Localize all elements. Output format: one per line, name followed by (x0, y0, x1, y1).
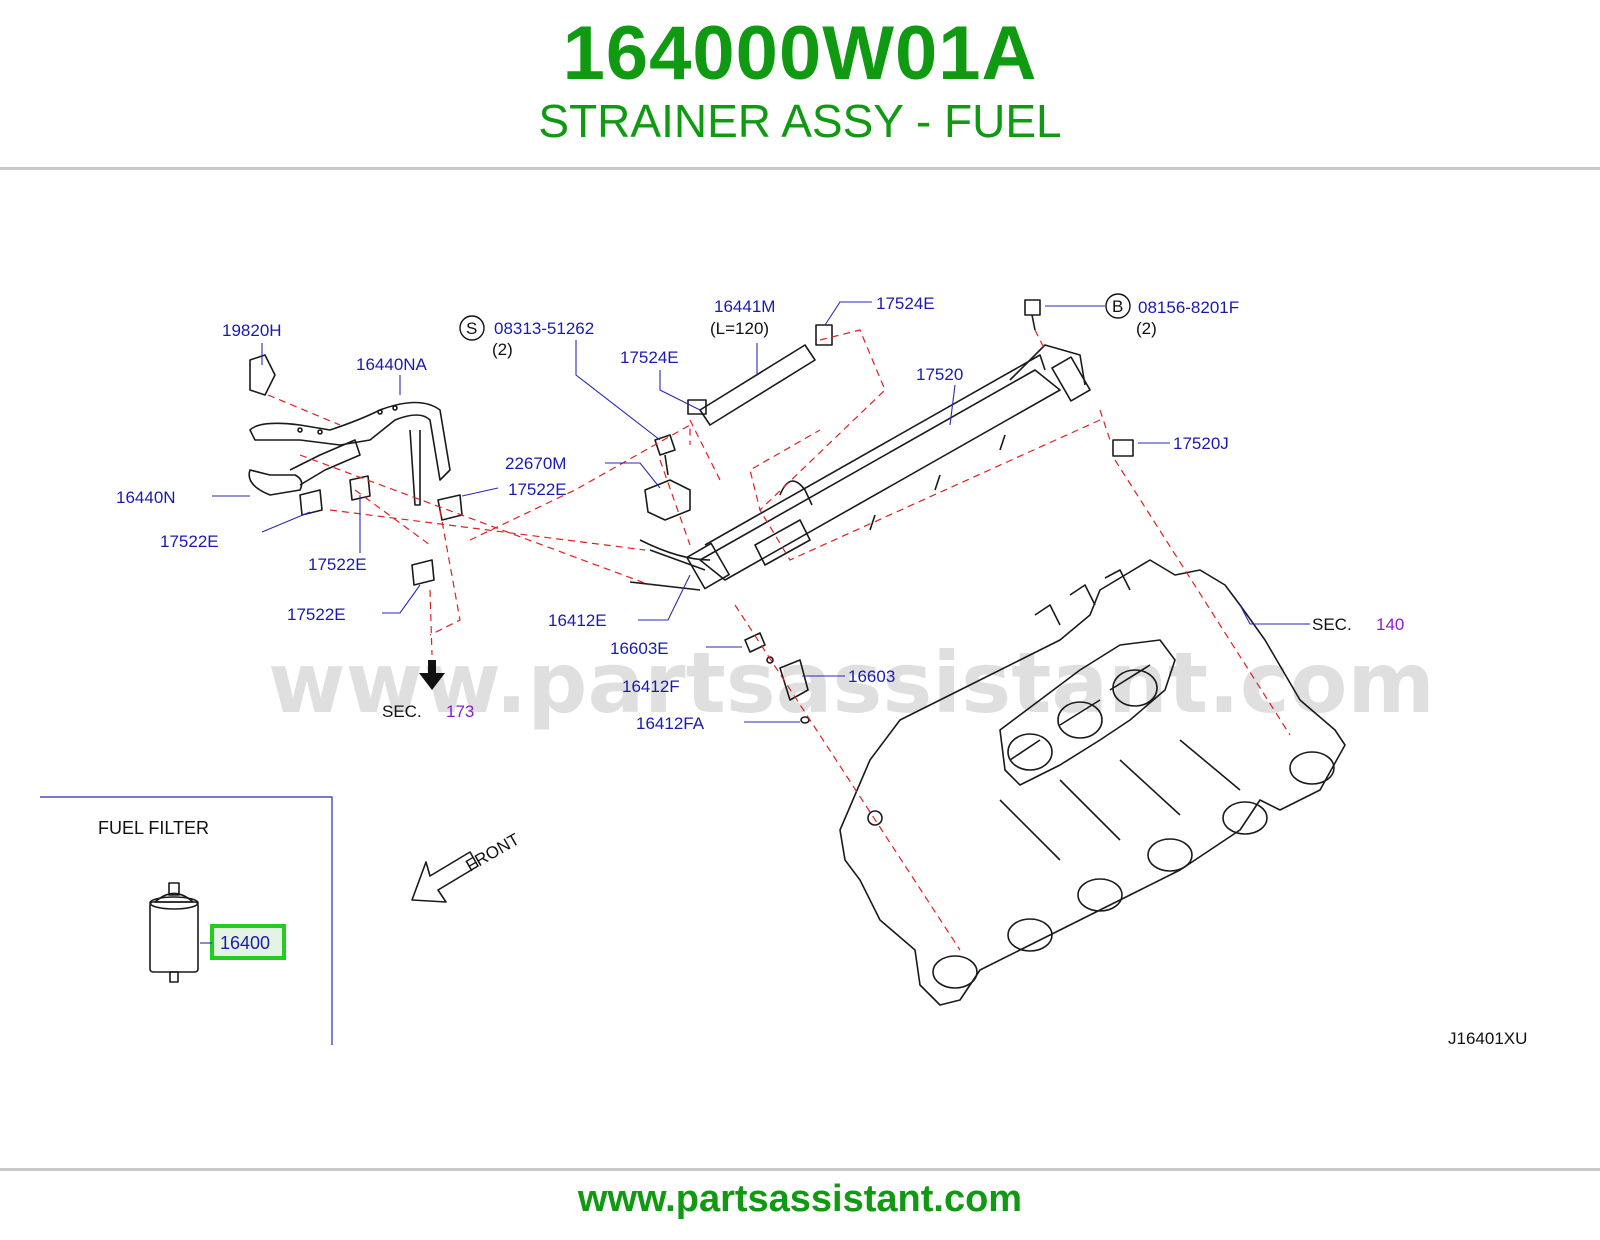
fuel-filter-inset-title: FUEL FILTER (98, 818, 209, 838)
b-symbol-circle (1105, 293, 1131, 319)
s-part-qty: (2) (492, 340, 513, 359)
label-leader-lines (212, 301, 1310, 723)
footer-divider (0, 1168, 1600, 1171)
part-name-subtitle: STRAINER ASSY - FUEL (538, 95, 1062, 147)
diagram-code: J16401XU (1448, 1029, 1527, 1048)
sec140-prefix: SEC. (1312, 615, 1352, 634)
watermark-text: www.partsassistant.com (268, 634, 1435, 732)
part-label-16400[interactable]: 16400 (220, 933, 270, 953)
front-arrow-icon (411, 851, 479, 903)
part-label-16412F[interactable]: 16412F (622, 677, 680, 696)
part-label-17522E-a[interactable]: 17522E (160, 532, 219, 551)
part-label-17522E-b[interactable]: 17522E (308, 555, 367, 574)
sec173-link[interactable]: 173 (446, 702, 474, 721)
part-label-16412E[interactable]: 16412E (548, 611, 607, 630)
part-label-16603E[interactable]: 16603E (610, 639, 669, 658)
part-label-16412FA[interactable]: 16412FA (636, 714, 705, 733)
part-16441M-length: (L=120) (710, 319, 769, 338)
sec173-arrow-icon (419, 660, 445, 690)
part-label-16440N[interactable]: 16440N (116, 488, 176, 507)
part-label-16441M[interactable]: 16441M (714, 297, 775, 316)
front-label: FRONT (463, 830, 523, 876)
fuel-filter-inset-frame (40, 796, 333, 1045)
intake-manifold-drawing (839, 559, 1346, 1006)
part-label-17522E-c[interactable]: 17522E (287, 605, 346, 624)
header-divider (0, 167, 1600, 170)
part-label-17520J[interactable]: 17520J (1173, 434, 1229, 453)
s-symbol-circle (459, 315, 485, 341)
footer-website-link[interactable]: www.partsassistant.com (577, 1178, 1023, 1220)
highlight-box-16400[interactable] (210, 924, 286, 960)
part-label-19820H[interactable]: 19820H (222, 321, 282, 340)
part-label-22670M[interactable]: 22670M (505, 454, 566, 473)
part-label-16440NA[interactable]: 16440NA (356, 355, 428, 374)
part-label-17524E-a[interactable]: 17524E (620, 348, 679, 367)
part-label-16603[interactable]: 16603 (848, 667, 895, 686)
part-label-17520[interactable]: 17520 (916, 365, 963, 384)
part-label-17524E-b[interactable]: 17524E (876, 294, 935, 313)
sec173-prefix: SEC. (382, 702, 422, 721)
s-symbol-text: S (466, 319, 477, 338)
fuel-filter-drawing (149, 882, 199, 983)
fuel-rail-drawing (629, 344, 1091, 591)
sec140-link[interactable]: 140 (1376, 615, 1404, 634)
assembly-dash-lines (267, 329, 1291, 951)
part-label-08156-8201F[interactable]: 08156-8201F (1138, 298, 1239, 317)
part-label-08313-51262[interactable]: 08313-51262 (494, 319, 594, 338)
b-symbol-text: B (1112, 297, 1123, 316)
part-label-17522E-d[interactable]: 17522E (508, 480, 567, 499)
part-number-title: 164000W01A (562, 11, 1038, 96)
b-part-qty: (2) (1136, 319, 1157, 338)
